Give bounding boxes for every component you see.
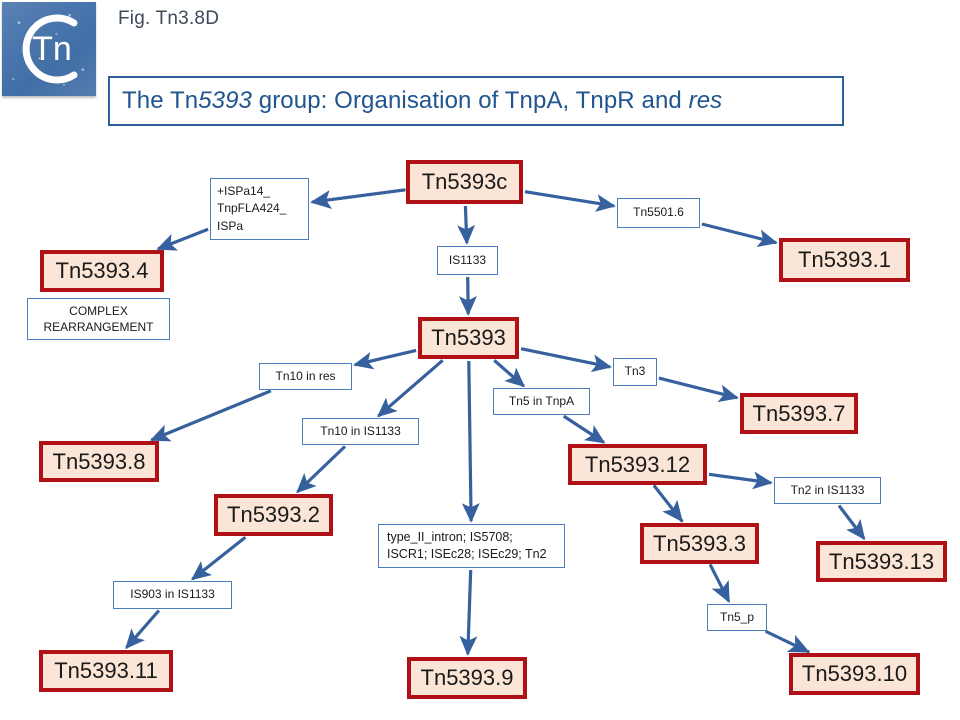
title-box: The Tn5393 group: Organisation of TnpA, … [108, 76, 844, 126]
annotation-is903[interactable]: IS903 in IS1133 [113, 581, 232, 609]
svg-text:Tn: Tn [32, 30, 72, 68]
node-tn5393-10[interactable]: Tn5393.10 [789, 653, 920, 695]
edge-tn5393-3-to-tn5-p [709, 564, 731, 604]
annotation-line: ISPa [217, 218, 244, 233]
annotation-line: ISCR1; ISEc28; ISEc29; Tn2 [387, 547, 547, 561]
edge-tn5393-2-to-is903 [190, 535, 247, 581]
annotation-line: TnpFLA424_ [217, 201, 287, 216]
edge-tn5393c-to-ispa14 [309, 188, 406, 210]
edge-tn5393-to-tn10-res [353, 348, 417, 370]
node-tn5393-13[interactable]: Tn5393.13 [816, 541, 947, 582]
edge-tn5-tnpa-to-tn5393-12 [562, 414, 606, 444]
node-tn5393-2[interactable]: Tn5393.2 [214, 494, 333, 536]
edge-ispa14-to-tn5393-4 [156, 227, 209, 251]
annotation-line: +ISPa14_ [217, 183, 271, 198]
annotation-tn3[interactable]: Tn3 [613, 358, 657, 386]
node-tn5393-4[interactable]: Tn5393.4 [40, 250, 164, 292]
edge-tn5393-12-to-tn5393-3 [653, 484, 684, 523]
annotation-tn5-tnpa[interactable]: Tn5 in TnpA [493, 388, 590, 415]
annotation-line: REARRANGEMENT [43, 320, 154, 334]
node-tn5393-7[interactable]: Tn5393.7 [740, 393, 858, 434]
page-title: The Tn5393 group: Organisation of TnpA, … [110, 87, 722, 115]
node-tn5393c[interactable]: Tn5393c [406, 160, 523, 204]
annotation-tn2-is1133[interactable]: Tn2 in IS1133 [774, 477, 881, 504]
edge-tn5501-6-to-tn5393-1 [701, 222, 778, 248]
edge-tn5393-to-tn3 [520, 347, 612, 373]
annotation-line: type_II_intron; IS5708; [387, 529, 513, 544]
node-tn5393[interactable]: Tn5393 [418, 317, 519, 359]
edge-tn10-res-to-tn5393-8 [149, 389, 272, 442]
edge-tn5-p-to-tn5393-10 [765, 630, 810, 654]
annotation-tn10-res[interactable]: Tn10 in res [259, 363, 352, 390]
annotation-intron[interactable]: type_II_intron; IS5708; ISCR1; ISEc28; IS… [378, 524, 565, 568]
annotation-is1133[interactable]: IS1133 [437, 246, 498, 275]
edge-tn2-is1133-to-tn5393-13 [837, 504, 866, 541]
title-prefix: The Tn [122, 87, 199, 114]
node-tn5393-9[interactable]: Tn5393.9 [407, 657, 527, 699]
node-tn5393-8[interactable]: Tn5393.8 [39, 441, 159, 482]
node-tn5393-12[interactable]: Tn5393.12 [568, 444, 707, 485]
annotation-ispa14[interactable]: +ISPa14_ TnpFLA424_ ISPa [210, 178, 309, 240]
node-tn5393-1[interactable]: Tn5393.1 [779, 238, 910, 282]
node-tn5393-11[interactable]: Tn5393.11 [39, 650, 173, 692]
edge-tn5393c-to-is1133 [457, 205, 476, 245]
edge-tn3-to-tn5393-7 [658, 376, 739, 403]
tn-registry-logo-icon: Tn [2, 2, 96, 96]
edge-intron-to-tn5393-9 [459, 569, 478, 656]
title-middle: group: Organisation of TnpA, TnpR and [252, 87, 689, 114]
annotation-tn10-is1133[interactable]: Tn10 in IS1133 [302, 418, 419, 445]
title-italic-1: 5393 [198, 87, 252, 114]
edge-tn10-is1133-to-tn5393-2 [296, 445, 347, 494]
title-italic-2: res [688, 87, 723, 114]
node-tn5393-3[interactable]: Tn5393.3 [640, 523, 759, 564]
edge-tn5393-to-intron [461, 360, 480, 523]
annotation-line: COMPLEX [69, 303, 128, 318]
edge-tn5393-12-to-tn2-is1133 [708, 471, 773, 490]
edge-is903-to-tn5393-11 [125, 609, 161, 650]
edge-tn5393-to-tn5-tnpa [493, 359, 526, 388]
annotation-complex[interactable]: COMPLEX REARRANGEMENT [27, 298, 170, 340]
edge-tn5393c-to-tn5501-6 [524, 190, 616, 212]
annotation-tn5-p[interactable]: Tn5_p [707, 604, 767, 631]
figure-label: Fig. Tn3.8D [118, 8, 220, 29]
edge-tn5393-to-tn10-is1133 [376, 359, 444, 418]
annotation-tn5501-6[interactable]: Tn5501.6 [617, 198, 700, 228]
edge-is1133-to-tn5393 [458, 276, 477, 316]
